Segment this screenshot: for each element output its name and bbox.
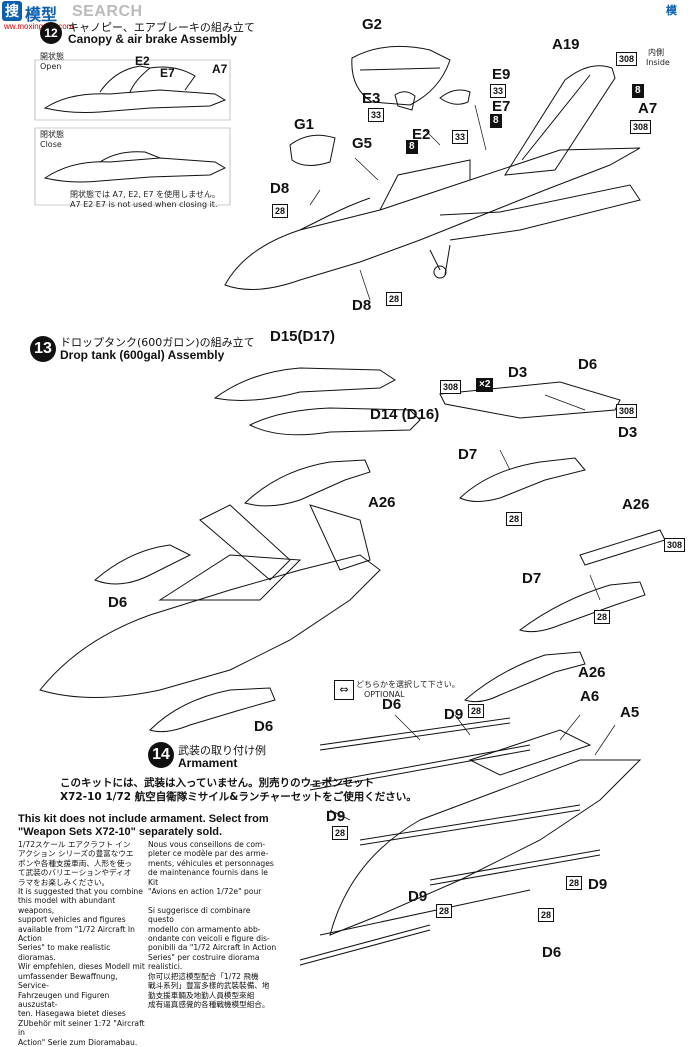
tag-28-arm-2: 28 [332, 826, 349, 840]
part-d7-top: D7 [458, 446, 478, 463]
part-e9: E9 [492, 66, 511, 83]
part-d6-lower: D6 [254, 718, 274, 735]
part-d6-left: D6 [108, 594, 128, 611]
part-a26-right: A26 [622, 496, 650, 513]
step13-title-en: Drop tank (600gal) Assembly [60, 348, 225, 362]
part-g1: G1 [294, 116, 315, 133]
inset-e7: E7 [160, 66, 175, 80]
part-d9-left: D9 [326, 808, 346, 825]
part-a5: A5 [620, 704, 640, 721]
tag-8-e7: 8 [490, 114, 502, 128]
part-d3-top: D3 [508, 364, 528, 381]
close-note-ja: 閉状態では A7, E2, E7 を使用しません。 [70, 190, 220, 199]
step14-title-ja: 武装の取り付け例 [178, 744, 266, 757]
close-label-ja: 閉状態 [40, 130, 64, 139]
step13-number: 13 [30, 336, 56, 362]
part-d8-bottom: D8 [352, 297, 372, 314]
part-d7-right: D7 [522, 570, 542, 587]
tag-28-arm-4: 28 [436, 904, 453, 918]
optional-icon: ⇔ [334, 680, 354, 700]
part-a19: A19 [552, 36, 580, 53]
close-note-en: A7 E2 E7 is not used when closing it. [70, 200, 218, 209]
tag-8-a7: 8 [632, 84, 644, 98]
part-a7: A7 [638, 100, 658, 117]
inside-en: Inside [646, 58, 670, 67]
site-logo: 搜 模型 SEARCH ww.moxingsou.com [0, 0, 175, 36]
corner-mark: 模 [666, 4, 677, 17]
note-column-2: Nous vous conseillons de com- pleter ce … [148, 840, 277, 1009]
tag-8-e2: 8 [406, 140, 418, 154]
logo-en: SEARCH [72, 3, 143, 20]
part-d6-bottom: D6 [542, 944, 562, 961]
part-d6-arm: D6 [382, 696, 402, 713]
part-e3: E3 [362, 90, 381, 107]
part-d9-right: D9 [588, 876, 608, 893]
x2-badge: ×2 [476, 378, 494, 392]
part-a26-lower: A26 [578, 664, 606, 681]
logo-url: ww.moxingsou.com [4, 22, 74, 31]
step12-title-ja: キャノピー、エアブレーキの組み立て [68, 21, 255, 34]
part-d9-bottom: D9 [408, 888, 428, 905]
part-d14: D14 (D16) [370, 406, 440, 423]
step12-number: 12 [40, 22, 62, 44]
inside-ja: 内側 [648, 48, 664, 57]
tag-308-a19: 308 [616, 52, 638, 66]
part-d8-top: D8 [270, 180, 290, 197]
logo-badge: 搜 [2, 1, 22, 21]
tag-28-d7-right: 28 [594, 610, 611, 624]
tag-28-arm-1: 28 [468, 704, 485, 718]
step14-number: 14 [148, 742, 174, 768]
inset-a7: A7 [212, 62, 228, 76]
part-a6: A6 [580, 688, 600, 705]
tag-28-arm-3: 28 [566, 876, 583, 890]
optional-ja: どちらかを選択して下さい。 [356, 680, 460, 689]
part-e7: E7 [492, 98, 511, 115]
part-a26-left: A26 [368, 494, 396, 511]
note-ja-line1: このキットには、武装は入っていません。別売りのウェポンセット [60, 777, 375, 789]
close-label-en: Close [40, 140, 62, 149]
logo-cn: 模型 [25, 5, 58, 24]
note-en-line1: This kit does not include armament. Sele… [18, 813, 269, 825]
inset-e2: E2 [135, 54, 150, 68]
tag-28-d8-bottom: 28 [386, 292, 403, 306]
part-e2: E2 [412, 126, 431, 143]
tag-28-arm-5: 28 [538, 908, 555, 922]
instruction-line-art [34, 45, 666, 966]
tag-308-left: 308 [440, 380, 462, 394]
step12-title-en: Canopy & air brake Assembly [68, 32, 237, 46]
part-d15: D15(D17) [270, 328, 336, 345]
tag-308-a7: 308 [630, 120, 652, 134]
tag-33-e3: 33 [368, 108, 385, 122]
part-d9-top: D9 [444, 706, 464, 723]
note-column-1: 1/72スケール エアクラフト イン アクション シリーズの豊富なウエ ポンや各… [18, 840, 145, 1047]
optional-en: OPTIONAL [364, 690, 405, 699]
tag-308-a26: 308 [664, 538, 686, 552]
open-label-en: Open [40, 62, 62, 71]
part-g2: G2 [362, 16, 383, 33]
part-d6-top: D6 [578, 356, 598, 373]
step13-title-ja: ドロップタンク(600ガロン)の組み立て [60, 336, 255, 349]
open-label-ja: 開状態 [40, 52, 64, 61]
tag-28-d7-top: 28 [506, 512, 523, 526]
part-g5: G5 [352, 135, 373, 152]
tag-33-e9: 33 [490, 84, 507, 98]
note-en-line2: "Weapon Sets X72-10" separately sold. [18, 826, 223, 838]
note-ja-line2: X72-10 1/72 航空自衛隊ミサイル&ランチャーセットをご使用ください。 [60, 791, 417, 803]
tag-28-d8-top: 28 [272, 204, 289, 218]
tag-308-right: 308 [616, 404, 638, 418]
step14-title-en: Armament [178, 756, 238, 770]
part-d3-bottom: D3 [618, 424, 638, 441]
tag-33-e2: 33 [452, 130, 469, 144]
